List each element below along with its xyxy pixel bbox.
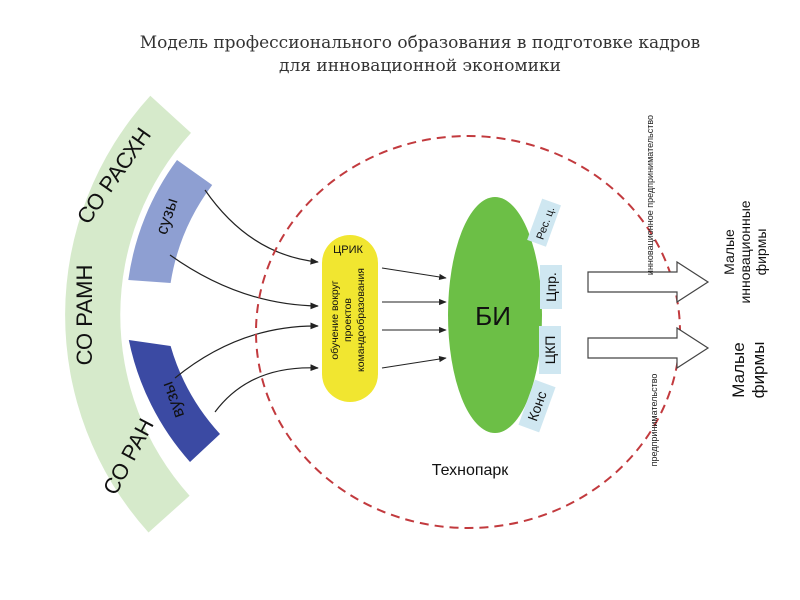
crik-to-bi-arrows	[381, 267, 447, 369]
label-technopark: Технопарк	[432, 462, 510, 479]
tag-ckp: ЦКП	[539, 326, 561, 374]
label-entrepreneurship: предпринимательство	[649, 374, 659, 467]
tag-cpr: Цпр.	[540, 265, 562, 309]
outer-band	[65, 95, 191, 533]
output-arrow-innovative	[587, 260, 710, 304]
target-innovative-line-1: Малые	[721, 229, 737, 275]
label-innovative-entrepreneurship: инновационное предпринимательство	[645, 115, 655, 275]
crik-title: ЦРИК	[333, 244, 363, 256]
vuzy-band	[128, 340, 220, 462]
crik-line-2: проектов	[342, 298, 354, 342]
tag-ckp-label: ЦКП	[542, 336, 558, 365]
bi-ellipse	[448, 197, 542, 433]
crik-block	[322, 235, 378, 402]
title-line-1: Модель профессионального образования в п…	[140, 33, 701, 53]
crik-line-3: командообразования	[355, 268, 367, 372]
target-small-line-2: фирмы	[749, 342, 768, 399]
tag-res-c: Рес. ц.	[527, 198, 561, 247]
target-small-line-1: Малые	[729, 342, 748, 397]
output-arrow-small	[587, 326, 710, 370]
suzy-band	[128, 160, 213, 283]
tag-cpr-label: Цпр.	[543, 272, 559, 302]
label-so-ramn: СО РАМН	[72, 265, 97, 366]
target-innovative-line-2: инновационные	[737, 200, 753, 303]
target-innovative-line-3: фирмы	[753, 229, 769, 276]
title-line-2: для инновационной экономики	[279, 56, 561, 76]
crik-line-1: обучение вокруг	[329, 280, 341, 359]
band-to-crik-arrows	[169, 189, 319, 413]
bi-label: БИ	[475, 301, 511, 331]
